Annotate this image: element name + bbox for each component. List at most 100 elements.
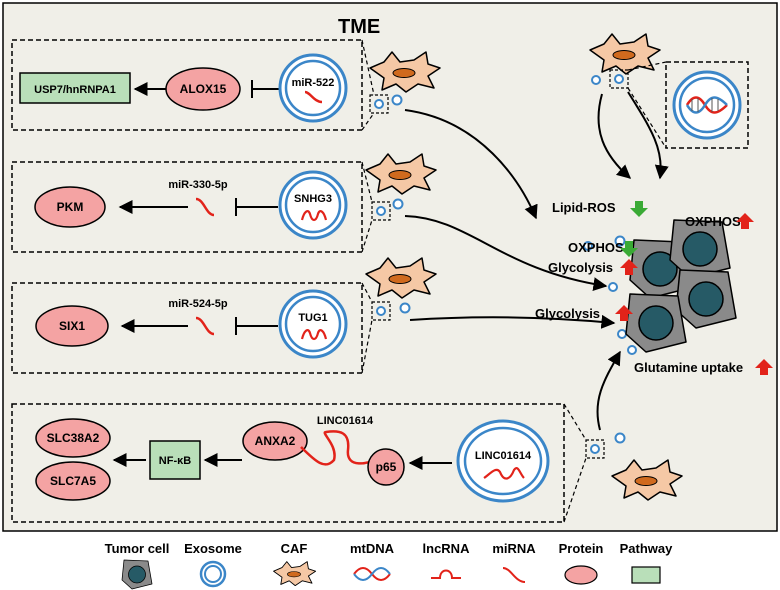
protein-label: p65 bbox=[376, 460, 397, 474]
exosome-cargo-label: SNHG3 bbox=[294, 193, 332, 205]
flow-arrow bbox=[404, 215, 608, 292]
zoom-box bbox=[609, 69, 629, 89]
flow-arrow bbox=[409, 314, 616, 329]
exosome bbox=[456, 419, 550, 503]
zoom-line bbox=[361, 319, 373, 374]
exosome bbox=[278, 170, 348, 240]
exosome bbox=[278, 289, 348, 359]
zoom-line bbox=[627, 87, 667, 149]
effect-oxphos-right: OXPHOS bbox=[685, 214, 741, 229]
protein-ellipse bbox=[165, 67, 241, 111]
lncrna-icon bbox=[431, 569, 461, 579]
protein-label: SLC7A5 bbox=[50, 474, 96, 488]
exosome-small bbox=[391, 94, 403, 106]
zoom-line bbox=[361, 219, 373, 253]
legend: Tumor cell Exosome CAF mtDNA lncRNA miRN… bbox=[105, 541, 674, 590]
up-arrow-icon bbox=[620, 259, 638, 275]
protein-ellipse bbox=[242, 421, 308, 461]
exosome-inner bbox=[463, 426, 543, 496]
zoom-line bbox=[361, 112, 375, 131]
exosome-cargo-label: miR-522 bbox=[292, 77, 335, 89]
exosome-inner bbox=[284, 295, 342, 353]
protein-ellipse bbox=[35, 305, 109, 347]
panel-border bbox=[11, 39, 363, 131]
exosome-cargo-label: TUG1 bbox=[298, 312, 327, 324]
panel-pkm: PKM miR-330-5p SNHG3 bbox=[11, 161, 363, 253]
exosome-inner bbox=[284, 176, 342, 234]
effect-glycolysis-1: Glycolysis bbox=[548, 260, 613, 275]
flow-arrow bbox=[404, 109, 538, 220]
exosome-inner bbox=[678, 76, 736, 134]
mirna-icon bbox=[195, 316, 215, 336]
panel-six1: SIX1 miR-524-5p TUG1 bbox=[11, 282, 363, 374]
panel-border bbox=[11, 161, 363, 253]
exosome-small bbox=[617, 329, 627, 339]
pathway-label: USP7/hnRNPA1 bbox=[34, 84, 116, 96]
flow-arrow bbox=[627, 91, 669, 180]
protein-label: ANXA2 bbox=[255, 434, 296, 448]
flow-arrow bbox=[597, 93, 632, 179]
exosome bbox=[278, 53, 348, 123]
mirna-label: miR-524-5p bbox=[168, 298, 228, 310]
effect-glycolysis-2: Glycolysis bbox=[535, 306, 600, 321]
zoom-line bbox=[563, 457, 587, 523]
panel-border bbox=[11, 282, 363, 374]
legend-pathway: Pathway bbox=[620, 541, 674, 556]
exosome bbox=[672, 70, 742, 140]
exosome-small bbox=[374, 99, 384, 109]
zoom-box bbox=[371, 301, 391, 321]
legend-caf: CAF bbox=[281, 541, 308, 556]
up-arrow-icon bbox=[736, 213, 754, 229]
exosome-small bbox=[614, 432, 626, 444]
caf-icon bbox=[273, 561, 317, 587]
zoom-box bbox=[585, 439, 605, 459]
exosome-cargo-label: LINC01614 bbox=[475, 450, 532, 462]
mtdna-icon bbox=[353, 567, 391, 581]
tumor-cell-icon bbox=[121, 559, 153, 590]
up-arrow-icon bbox=[755, 359, 773, 375]
panel-alox15: USP7/hnRNPA1 ALOX15 miR-522 bbox=[11, 39, 363, 131]
exosome-small bbox=[627, 345, 637, 355]
exosome-small bbox=[392, 198, 404, 210]
legend-lncrna: lncRNA bbox=[423, 541, 471, 556]
pathway-box bbox=[149, 440, 201, 480]
exosome-icon-inner bbox=[204, 565, 222, 583]
exosome-small bbox=[614, 74, 624, 84]
mtdna-zoom-panel bbox=[665, 61, 749, 149]
legend-exosome: Exosome bbox=[184, 541, 242, 556]
legend-mtdna: mtDNA bbox=[350, 541, 395, 556]
protein-label: SLC38A2 bbox=[47, 431, 100, 445]
exosome-small bbox=[608, 282, 618, 292]
exosome-small bbox=[614, 235, 626, 247]
pathway-label: NF-κB bbox=[159, 455, 191, 467]
lncrna-label: LINC01614 bbox=[317, 415, 374, 427]
mirna-label: miR-330-5p bbox=[168, 179, 228, 191]
legend-tumor-cell: Tumor cell bbox=[105, 541, 170, 556]
exosome-small bbox=[376, 306, 386, 316]
effect-glutamine: Glutamine uptake bbox=[634, 360, 743, 375]
protein-label: ALOX15 bbox=[180, 82, 227, 96]
pathway-icon bbox=[631, 566, 661, 584]
exosome-small bbox=[376, 206, 386, 216]
protein-ellipse bbox=[35, 418, 111, 458]
zoom-box bbox=[369, 94, 389, 114]
protein-icon bbox=[564, 565, 598, 585]
mirna-icon bbox=[195, 197, 215, 217]
mtdna-icon bbox=[685, 96, 728, 114]
lncrna-icon bbox=[300, 329, 328, 341]
up-arrow-icon bbox=[615, 305, 633, 321]
protein-circle bbox=[367, 448, 405, 486]
legend-mirna: miRNA bbox=[492, 541, 536, 556]
protein-label: SIX1 bbox=[59, 319, 85, 333]
legend-protein: Protein bbox=[559, 541, 604, 556]
effect-lipid-ros: Lipid-ROS bbox=[552, 200, 616, 215]
lncrna-icon bbox=[300, 430, 387, 466]
panel-border bbox=[11, 403, 565, 523]
exosome-inner bbox=[284, 59, 342, 117]
down-arrow-icon bbox=[630, 201, 648, 217]
zoom-line bbox=[361, 282, 373, 303]
mirna-icon bbox=[304, 90, 323, 104]
exosome-small bbox=[590, 444, 600, 454]
flow-arrow bbox=[596, 350, 621, 431]
pathway-box bbox=[19, 72, 131, 104]
